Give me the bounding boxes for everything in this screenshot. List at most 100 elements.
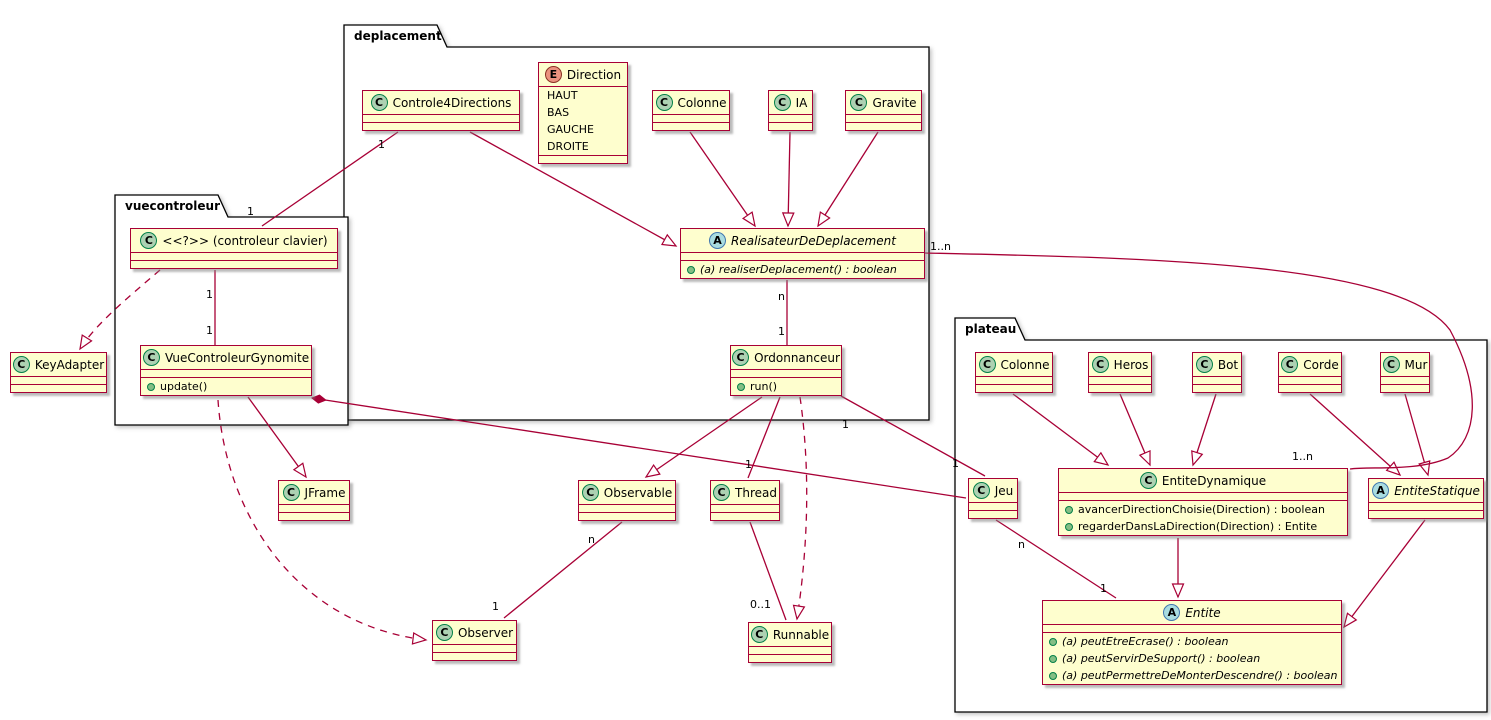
methods-compartment: update() bbox=[141, 377, 311, 395]
multiplicity-label: 1 bbox=[247, 205, 254, 218]
public-visibility-icon bbox=[1065, 522, 1073, 531]
package-label-deplacement: deplacement bbox=[354, 29, 442, 43]
class-controleur-clavier: C <<?>> (controleur clavier) bbox=[130, 228, 338, 269]
class-header: A EntiteStatique bbox=[1369, 479, 1483, 502]
class-header: C Gravite bbox=[846, 91, 921, 114]
class-name: Entite bbox=[1185, 605, 1221, 620]
method-label: (a) realiserDeplacement() : boolean bbox=[700, 263, 897, 276]
methods-compartment: (a) realiserDeplacement() : boolean bbox=[681, 260, 924, 278]
class-name: Heros bbox=[1113, 357, 1149, 372]
class-icon: C bbox=[1091, 356, 1109, 373]
methods-compartment: run() bbox=[731, 377, 841, 395]
class-header: C Thread bbox=[711, 481, 779, 504]
multiplicity-label: 1 bbox=[952, 457, 959, 470]
fields-compartment bbox=[846, 114, 921, 122]
class-name: Observer bbox=[457, 625, 514, 640]
public-visibility-icon bbox=[1065, 505, 1073, 514]
class-icon: C bbox=[581, 484, 599, 501]
methods-compartment bbox=[1381, 384, 1429, 392]
edge-ordonnanceur-jeu bbox=[840, 395, 986, 477]
class-heros: C Heros bbox=[1088, 352, 1152, 393]
multiplicity-label: 1..n bbox=[930, 240, 951, 253]
method-row: (a) peutServirDeSupport() : boolean bbox=[1043, 650, 1341, 667]
class-name: EntiteDynamique bbox=[1161, 473, 1267, 488]
fields-compartment bbox=[1279, 376, 1341, 384]
class-observable: C Observable bbox=[578, 480, 676, 521]
fields-compartment bbox=[711, 504, 779, 512]
class-name: VueControleurGynomite bbox=[164, 350, 310, 365]
class-header: C Colonne bbox=[653, 91, 729, 114]
method-row: (a) peutPermettreDeMonterDescendre() : b… bbox=[1043, 667, 1341, 684]
class-icon: C bbox=[713, 484, 731, 501]
class-icon: C bbox=[732, 349, 750, 366]
fields-compartment bbox=[579, 504, 675, 512]
method-label: avancerDirectionChoisie(Direction) : boo… bbox=[1078, 503, 1325, 516]
edge-colonne-extends-entitedynamique bbox=[1012, 393, 1110, 466]
class-header: C IA bbox=[769, 91, 812, 114]
fields-compartment bbox=[363, 114, 519, 122]
multiplicity-label: 1 bbox=[745, 458, 752, 471]
class-jframe: C JFrame bbox=[278, 480, 350, 521]
class-header: C Jeu bbox=[969, 479, 1017, 502]
class-icon: C bbox=[773, 94, 791, 111]
methods-compartment bbox=[969, 510, 1017, 518]
class-header: C JFrame bbox=[279, 481, 349, 504]
class-icon: C bbox=[435, 624, 453, 641]
methods-compartment bbox=[11, 384, 106, 392]
enum-header: E Direction bbox=[539, 63, 627, 86]
multiplicity-label: 1..n bbox=[1292, 450, 1313, 463]
class-corde: C Corde bbox=[1278, 352, 1342, 393]
fields-compartment bbox=[1369, 502, 1483, 510]
methods-compartment bbox=[279, 512, 349, 520]
edge-heros-extends-entitedynamique bbox=[1119, 393, 1151, 467]
class-vuecontroleurgynomite: C VueControleurGynomite update() bbox=[140, 345, 312, 396]
class-header: C Heros bbox=[1089, 353, 1151, 376]
class-icon: C bbox=[282, 484, 300, 501]
multiplicity-label: 1 bbox=[842, 418, 849, 431]
class-name: Mur bbox=[1404, 357, 1428, 372]
edge-entitestatique-extends-entite bbox=[1343, 519, 1426, 629]
edge-colonne-extends-realisateur bbox=[689, 131, 756, 228]
abstract-icon: A bbox=[709, 232, 727, 249]
enum-value: HAUT bbox=[547, 89, 578, 102]
methods-compartment: avancerDirectionChoisie(Direction) : boo… bbox=[1059, 500, 1347, 535]
enum-values-compartment: HAUT BAS GAUCHE DROITE bbox=[539, 86, 627, 155]
fields-compartment bbox=[1089, 376, 1151, 384]
class-header: C Mur bbox=[1381, 353, 1429, 376]
methods-compartment bbox=[1369, 510, 1483, 518]
methods-compartment bbox=[711, 512, 779, 520]
edge-ordonnanceur-implements-runnable bbox=[792, 396, 808, 621]
method-row: regarderDansLaDirection(Direction) : Ent… bbox=[1059, 518, 1347, 535]
fields-compartment bbox=[433, 644, 516, 652]
fields-compartment bbox=[279, 504, 349, 512]
public-visibility-icon bbox=[1049, 654, 1057, 663]
class-icon: C bbox=[978, 356, 996, 373]
class-name: Colonne bbox=[677, 95, 727, 110]
edge-ordonnanceur-extends-observable bbox=[644, 396, 763, 478]
fields-compartment bbox=[141, 369, 311, 377]
class-ordonnanceur: C Ordonnanceur run() bbox=[730, 345, 842, 396]
multiplicity-label: n bbox=[1018, 538, 1025, 551]
methods-compartment bbox=[976, 384, 1052, 392]
methods-compartment bbox=[1089, 384, 1151, 392]
class-header: C Corde bbox=[1279, 353, 1341, 376]
class-header: C Controle4Directions bbox=[363, 91, 519, 114]
class-bot: C Bot bbox=[1192, 352, 1242, 393]
multiplicity-label: 0..1 bbox=[750, 598, 771, 611]
class-mur: C Mur bbox=[1380, 352, 1430, 393]
class-name: Runnable bbox=[772, 627, 830, 642]
methods-compartment bbox=[539, 155, 627, 163]
class-name: Observable bbox=[603, 485, 673, 500]
methods-compartment bbox=[1193, 384, 1241, 392]
public-visibility-icon bbox=[1049, 671, 1057, 680]
edge-controleurclavier-extends-keyadapter bbox=[79, 269, 161, 351]
methods-compartment bbox=[131, 260, 337, 268]
method-row: (a) peutEtreEcrase() : boolean bbox=[1043, 633, 1341, 650]
edge-ia-extends-realisateur bbox=[781, 131, 795, 228]
fields-compartment bbox=[1043, 624, 1341, 632]
public-visibility-icon bbox=[147, 382, 155, 391]
package-label-vuecontroleur: vuecontroleur bbox=[125, 199, 221, 213]
class-header: C Runnable bbox=[749, 623, 831, 646]
class-header: C Observer bbox=[433, 621, 516, 644]
class-observer: C Observer bbox=[432, 620, 517, 661]
